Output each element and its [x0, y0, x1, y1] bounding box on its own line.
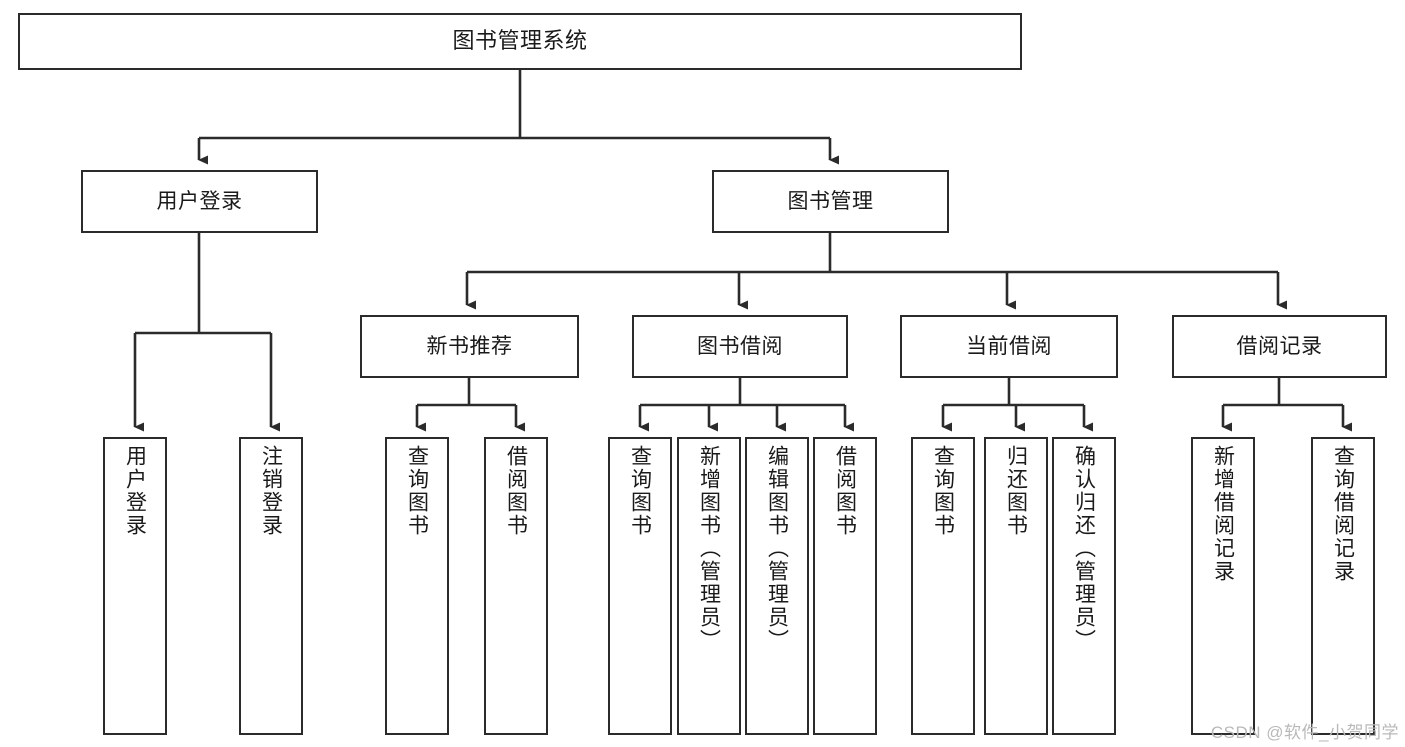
node-leaf-confirm-return-label: 确认归还（管理员） [1072, 445, 1096, 652]
node-leaf-query-book-1-label: 查询图书 [405, 445, 429, 537]
node-leaf-query-book-3-label: 查询图书 [931, 445, 955, 537]
node-leaf-add-book[interactable]: 新增图书（管理员） [677, 437, 741, 735]
node-leaf-query-book-2-label: 查询图书 [628, 445, 652, 537]
node-leaf-edit-book[interactable]: 编辑图书（管理员） [745, 437, 809, 735]
node-leaf-edit-book-label: 编辑图书（管理员） [765, 445, 789, 652]
watermark: CSDN @软件_小贺同学 [1210, 723, 1399, 742]
node-leaf-query-book-2[interactable]: 查询图书 [608, 437, 672, 735]
node-leaf-user-login-label: 用户登录 [123, 445, 147, 537]
node-leaf-add-record-label: 新增借阅记录 [1211, 445, 1235, 583]
node-leaf-borrow-book-1-label: 借阅图书 [504, 445, 528, 537]
node-borrow-record[interactable]: 借阅记录 [1172, 315, 1387, 378]
node-leaf-user-login[interactable]: 用户登录 [103, 437, 167, 735]
node-leaf-logout[interactable]: 注销登录 [239, 437, 303, 735]
node-leaf-return-book[interactable]: 归还图书 [984, 437, 1048, 735]
node-user-login-label: 用户登录 [156, 189, 243, 213]
node-leaf-query-book-3[interactable]: 查询图书 [911, 437, 975, 735]
node-book-manage-label: 图书管理 [787, 189, 874, 213]
node-leaf-query-record-label: 查询借阅记录 [1331, 445, 1355, 583]
node-current-borrow[interactable]: 当前借阅 [900, 315, 1118, 378]
node-new-book-rec-label: 新书推荐 [426, 334, 513, 358]
node-leaf-borrow-book-2[interactable]: 借阅图书 [813, 437, 877, 735]
node-leaf-return-book-label: 归还图书 [1004, 445, 1028, 537]
node-book-manage[interactable]: 图书管理 [712, 170, 949, 233]
node-user-login[interactable]: 用户登录 [81, 170, 318, 233]
node-new-book-rec[interactable]: 新书推荐 [360, 315, 579, 378]
node-current-borrow-label: 当前借阅 [966, 334, 1052, 358]
node-leaf-query-book-1[interactable]: 查询图书 [385, 437, 449, 735]
node-root-system[interactable]: 图书管理系统 [18, 13, 1022, 70]
node-leaf-add-book-label: 新增图书（管理员） [697, 445, 721, 652]
node-leaf-borrow-book-1[interactable]: 借阅图书 [484, 437, 548, 735]
node-leaf-confirm-return[interactable]: 确认归还（管理员） [1052, 437, 1116, 735]
node-book-borrow-label: 图书借阅 [697, 334, 783, 358]
node-leaf-borrow-book-2-label: 借阅图书 [833, 445, 857, 537]
node-root-system-label: 图书管理系统 [452, 28, 588, 54]
node-borrow-record-label: 借阅记录 [1236, 334, 1323, 358]
node-leaf-logout-label: 注销登录 [259, 445, 283, 537]
node-leaf-query-record[interactable]: 查询借阅记录 [1311, 437, 1375, 735]
node-leaf-add-record[interactable]: 新增借阅记录 [1191, 437, 1255, 735]
node-book-borrow[interactable]: 图书借阅 [632, 315, 848, 378]
